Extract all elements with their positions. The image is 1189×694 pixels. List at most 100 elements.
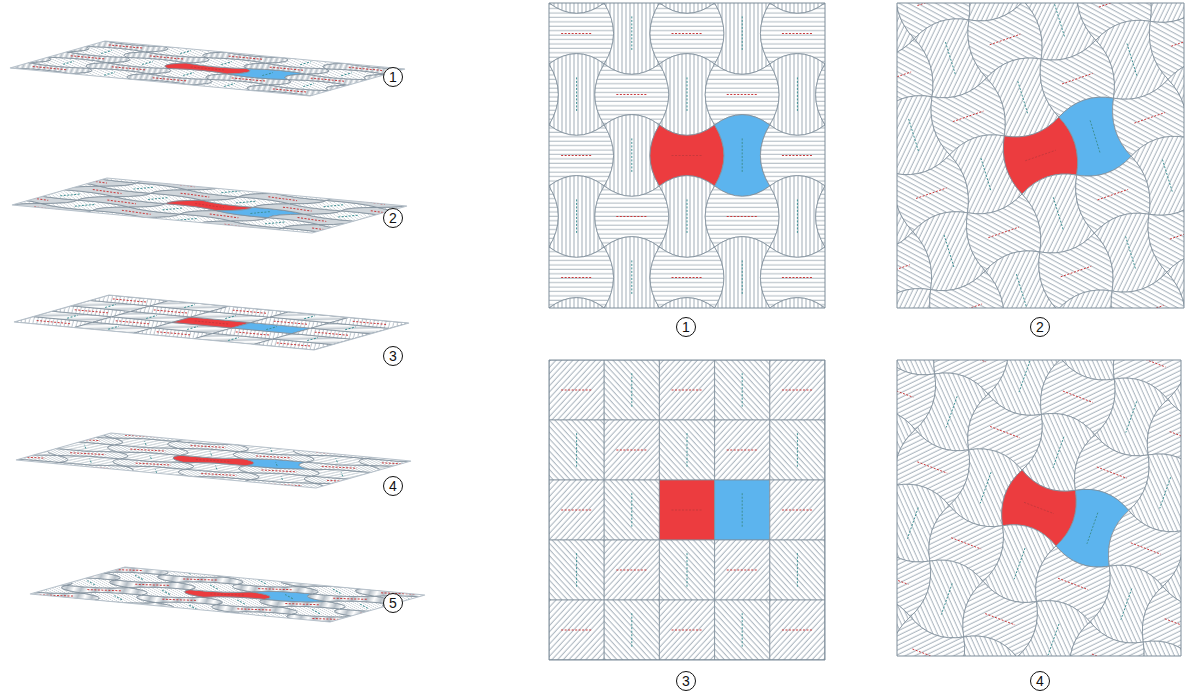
fibre-axis [224, 83, 235, 86]
fibre-axis [407, 483, 408, 487]
fibre-axis [782, 33, 813, 34]
fibre-axis [14, 310, 29, 313]
tile [12, 217, 75, 228]
fibre-axis [1062, 73, 1093, 84]
fibre-axis [727, 450, 758, 451]
tile [1129, 130, 1184, 222]
fibre-axis [187, 326, 198, 329]
tile [203, 178, 304, 184]
fibre-axis [742, 493, 743, 527]
fibre-axis [1090, 120, 1100, 152]
fibre-axis [135, 584, 169, 585]
tile [10, 83, 102, 96]
tile [549, 298, 604, 308]
tile [271, 190, 368, 201]
tile [1164, 246, 1184, 308]
callout-number: 2 [1030, 317, 1050, 337]
fibre-axis [183, 72, 194, 75]
tile [16, 433, 58, 435]
fibre-axis [946, 396, 957, 427]
fibre-axis [119, 343, 153, 346]
tile [352, 334, 409, 345]
fibre-axis [236, 332, 270, 335]
fibre-axis [137, 221, 166, 225]
tile [364, 227, 407, 233]
fibre-axis [338, 215, 359, 217]
fibre-axis [265, 222, 286, 224]
fibre-axis [342, 305, 353, 308]
tile [715, 360, 770, 420]
panel-frame [549, 360, 825, 660]
tile [29, 78, 114, 91]
fibre-axis [259, 51, 270, 54]
tile [10, 72, 61, 85]
tile [12, 178, 90, 180]
fibre-axis [145, 441, 146, 445]
fibre-axis [12, 186, 34, 190]
fibre-axis [400, 232, 407, 233]
tile [353, 444, 411, 455]
callout-number: 3 [676, 671, 696, 691]
fibre-axis [303, 84, 314, 87]
fibre-axis [687, 199, 688, 233]
fibre-axis [274, 321, 308, 324]
fibre-axis [727, 570, 758, 571]
tile [96, 339, 175, 350]
tile [398, 84, 405, 96]
fibre-axis [576, 199, 577, 233]
tile [80, 231, 177, 233]
fibre-axis [331, 444, 332, 448]
fibre-axis [207, 488, 242, 489]
fibre-axis [1063, 391, 1093, 402]
fibre-axis [254, 186, 283, 190]
panel-frame [549, 3, 825, 308]
fibre-axis [90, 459, 91, 463]
tile [715, 540, 770, 600]
fibre-axis [348, 349, 359, 350]
tile [216, 350, 295, 351]
fibre-axis [576, 77, 577, 111]
fibre-axis [79, 433, 80, 435]
fibre-axis [161, 483, 162, 487]
tile [16, 472, 69, 484]
fibre-axis [301, 295, 312, 297]
fibre-axis [207, 180, 228, 182]
tile [183, 483, 266, 488]
fibre-axis [251, 442, 286, 444]
tile [248, 295, 327, 306]
fibre-axis [87, 581, 95, 585]
tile [260, 41, 345, 48]
fibre-axis [377, 449, 411, 451]
fibre-axis [347, 486, 348, 488]
fibre-axis [130, 449, 165, 451]
fibre-axis [391, 311, 409, 314]
fibre-axis [239, 178, 268, 180]
tile [770, 420, 825, 480]
fibre-axis [63, 228, 92, 232]
tile [298, 440, 364, 452]
fibre-axis [104, 72, 115, 75]
tile [14, 295, 30, 300]
fibre-axis [1061, 266, 1092, 277]
fibre-axis [281, 476, 282, 480]
fibre-axis [742, 613, 743, 647]
fibre-axis [133, 187, 154, 189]
fibre-axis [797, 77, 798, 111]
fibre-axis [192, 229, 213, 231]
pattern-panel [628, 80, 1189, 694]
fibre-axis [183, 579, 217, 580]
fibre-axis [345, 327, 356, 330]
tile [128, 295, 207, 296]
tile [345, 580, 425, 592]
fibre-axis [742, 138, 743, 172]
fibre-axis [150, 455, 151, 459]
sheet-edge [10, 41, 405, 96]
tile [30, 616, 36, 622]
fibre-axis [346, 46, 380, 49]
callout-number: 4 [1030, 671, 1050, 691]
sheet-edge [30, 567, 425, 622]
fibre-axis [26, 304, 37, 307]
fibre-axis [312, 610, 320, 614]
fibre-axis [157, 332, 191, 335]
fibre-axis [354, 569, 362, 573]
